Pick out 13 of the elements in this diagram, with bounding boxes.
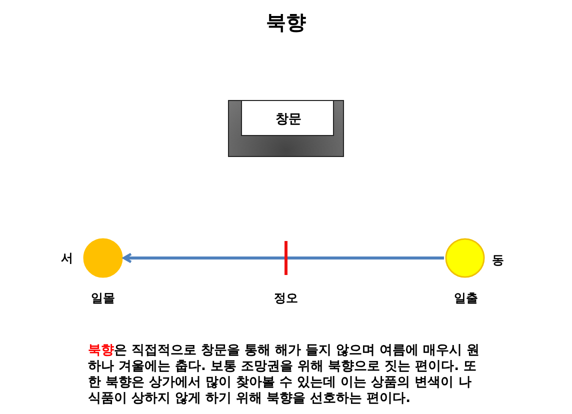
window-box <box>241 101 334 136</box>
window-label: 창문 <box>276 110 302 128</box>
direction-label: 동 <box>492 252 504 268</box>
title: 북향 <box>266 8 306 36</box>
description-paragraph: 북향은 직접적으로 창문을 통해 해가 들지 않으며 여름에 매우시 원하나 겨울에는 춥다. 보통 조망권을 위해 북향으로 짓는 편이다. 또한 북향은 상가에서 많이 찾아볼 수 있는데 이는 상품의 변색이 나 식품이 상하지 않게 하기 위해 북향을 선호하는 편이다. <box>88 343 480 407</box>
sun-label: 일몰 <box>91 290 115 306</box>
sun-circle <box>445 238 485 278</box>
sun-label: 일출 <box>454 290 478 306</box>
building-block <box>228 100 344 157</box>
noon-label: 정오 <box>274 290 298 306</box>
arrow <box>122 252 444 264</box>
direction-label: 서 <box>61 250 73 266</box>
sun-circle <box>83 238 123 278</box>
